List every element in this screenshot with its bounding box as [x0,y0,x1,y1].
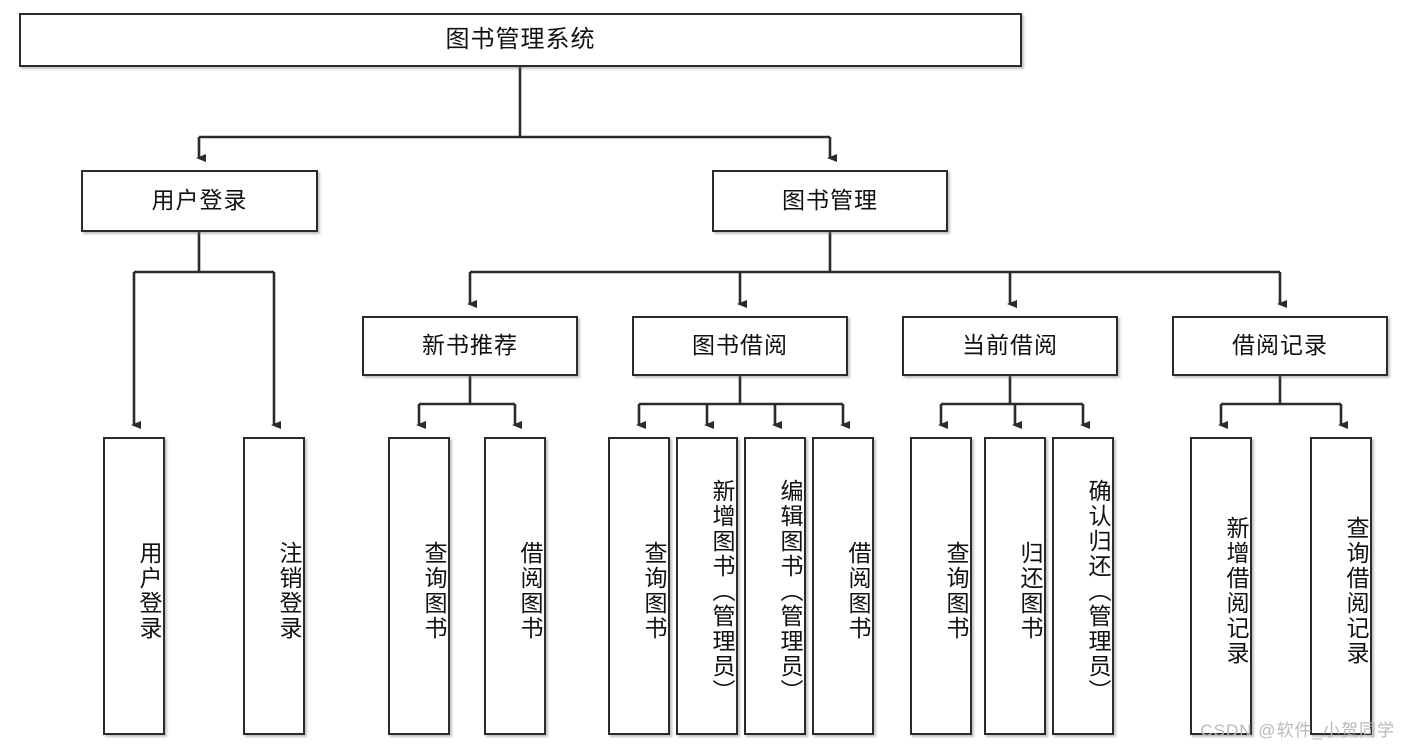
node-leaf-add-book[interactable]: 新增图书（管理员） [676,437,738,735]
node-book-borrow[interactable]: 图书借阅 [632,316,848,376]
node-leaf-borrow-book-2[interactable]: 借阅图书 [812,437,874,735]
node-leaf-query-book-1[interactable]: 查询图书 [388,437,450,735]
node-book-management[interactable]: 图书管理 [712,170,948,232]
node-leaf-add-borrow-record[interactable]: 新增借阅记录 [1190,437,1252,735]
node-leaf-query-book-3[interactable]: 查询图书 [910,437,972,735]
node-leaf-user-login[interactable]: 用户登录 [103,437,165,735]
node-current-borrow[interactable]: 当前借阅 [902,316,1118,376]
node-label: 查询图书 [943,541,969,641]
node-label: 新增图书（管理员） [709,478,735,704]
node-label: 借阅图书 [517,541,543,641]
node-leaf-return-book[interactable]: 归还图书 [984,437,1046,735]
node-label: 用户登录 [151,187,248,214]
node-label: 新书推荐 [422,332,518,359]
node-label: 借阅图书 [845,541,871,641]
node-label: 归还图书 [1017,541,1043,641]
node-label: 新增借阅记录 [1223,516,1249,666]
node-book-management-system[interactable]: 图书管理系统 [19,13,1022,67]
node-label: 查询图书 [421,541,447,641]
node-label: 编辑图书（管理员） [777,478,803,704]
node-leaf-query-book-2[interactable]: 查询图书 [608,437,670,735]
node-label: 图书管理系统 [445,25,596,53]
node-leaf-edit-book[interactable]: 编辑图书（管理员） [744,437,806,735]
node-leaf-borrow-book-1[interactable]: 借阅图书 [484,437,546,735]
node-label: 图书管理 [782,187,878,214]
node-leaf-query-borrow-record[interactable]: 查询借阅记录 [1310,437,1372,735]
node-label: 当前借阅 [962,332,1058,359]
node-label: 查询图书 [641,541,667,641]
node-new-book-recommend[interactable]: 新书推荐 [362,316,578,376]
node-label: 确认归还（管理员） [1085,478,1111,704]
node-user-login[interactable]: 用户登录 [81,170,318,232]
node-label: 用户登录 [136,541,162,641]
watermark: CSDN @软件_小贺同学 [1200,721,1395,740]
node-label: 图书借阅 [692,332,788,359]
node-leaf-confirm-return[interactable]: 确认归还（管理员） [1052,437,1114,735]
node-leaf-logout[interactable]: 注销登录 [243,437,305,735]
node-borrow-record[interactable]: 借阅记录 [1172,316,1388,376]
node-label: 借阅记录 [1232,332,1328,359]
node-label: 注销登录 [276,541,302,641]
node-label: 查询借阅记录 [1343,516,1369,666]
